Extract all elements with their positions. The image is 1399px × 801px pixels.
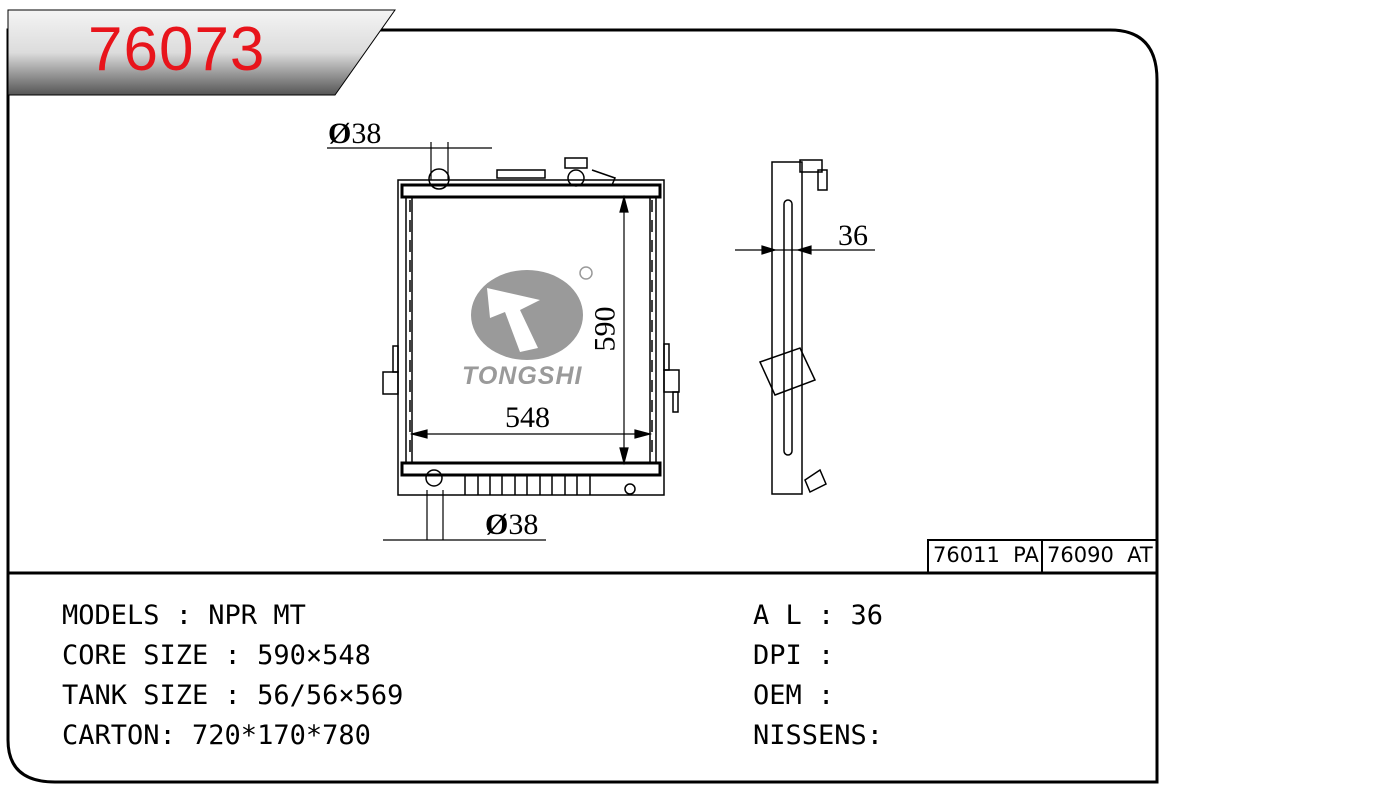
diameter-symbol: Ø — [485, 508, 509, 541]
spec-models: MODELS : NPR MT — [62, 600, 306, 631]
title-tab — [7, 9, 396, 96]
part-number-title: 76073 — [88, 15, 266, 84]
inlet-diameter-value: 38 — [351, 117, 382, 150]
spec-core-size: CORE SIZE : 590×548 — [62, 640, 371, 671]
core-width-dimension: 548 — [505, 401, 550, 434]
spec-carton: CARTON: 720*170*780 — [62, 720, 371, 751]
related-part-2: 76090 AT — [1047, 543, 1153, 567]
radiator-front-view — [382, 157, 680, 496]
diameter-symbol: Ø — [328, 117, 352, 150]
spec-tank-size: TANK SIZE : 56/56×569 — [62, 680, 404, 711]
spec-oem: OEM : — [753, 680, 835, 711]
core-thickness-dimension: 36 — [838, 219, 868, 252]
core-height-dimension: 590 — [588, 306, 622, 352]
radiator-side-view — [758, 159, 828, 495]
outlet-diameter-label: Ø38 — [485, 508, 538, 542]
related-part-1: 76011 PA — [933, 543, 1039, 567]
outer-frame — [6, 28, 1159, 784]
tongshi-logo — [471, 266, 593, 360]
inlet-diameter-label: Ø38 — [328, 117, 381, 151]
outlet-diameter-value: 38 — [508, 508, 539, 541]
spec-nissens: NISSENS: — [753, 720, 884, 751]
brand-name: TONGSHI — [462, 362, 583, 390]
spec-al: A L : 36 — [753, 600, 884, 631]
spec-dpi: DPI : — [753, 640, 835, 671]
dimension-lines — [327, 142, 875, 541]
